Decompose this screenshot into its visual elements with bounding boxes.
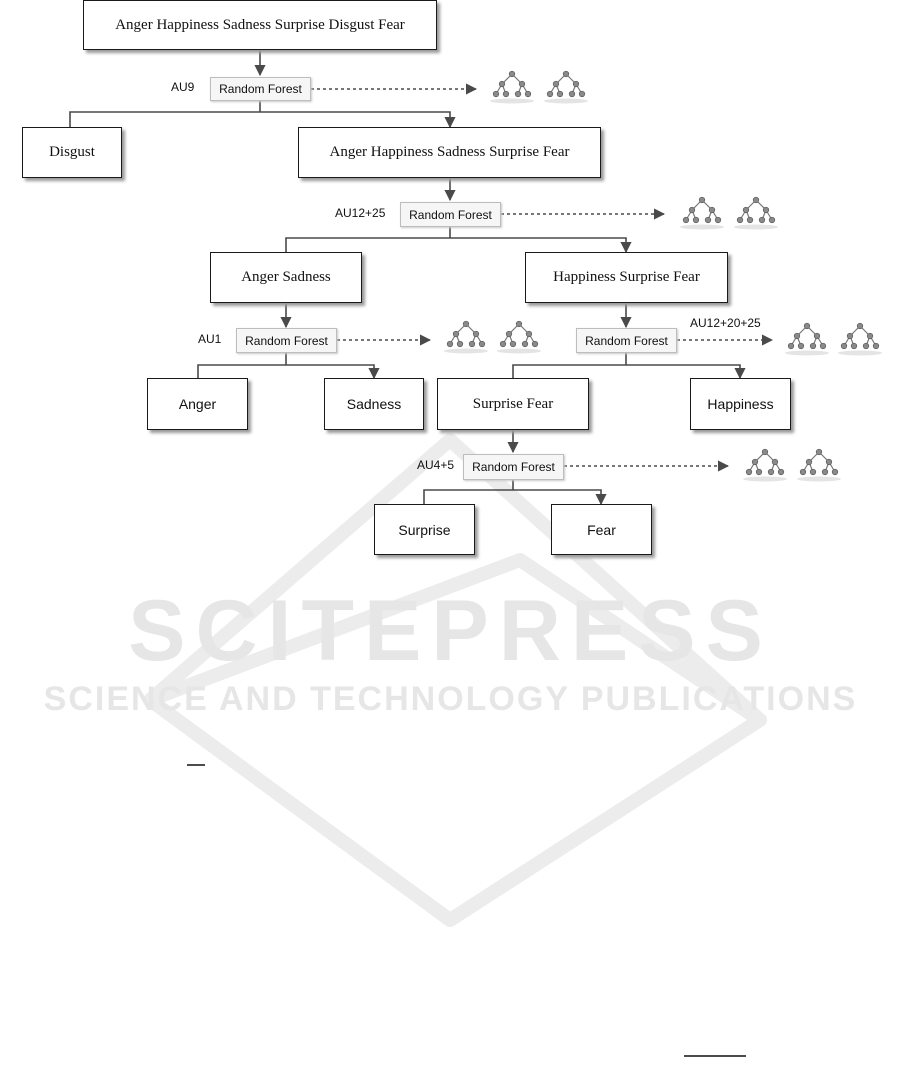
node-happiness-surprise-fear: Happiness Surprise Fear (525, 252, 728, 303)
decision-tree-icon (838, 322, 882, 356)
node-happiness: Happiness (690, 378, 791, 430)
node-surprise: Surprise (374, 504, 475, 555)
node-disgust: Disgust (22, 127, 122, 178)
decision-tree-icon (743, 448, 787, 482)
au-label-au4-5: AU4+5 (417, 458, 455, 472)
node-fear: Fear (551, 504, 652, 555)
watermark-subtitle: SCIENCE AND TECHNOLOGY PUBLICATIONS (43, 680, 858, 718)
node-level1: Anger Happiness Sadness Surprise Fear (298, 127, 601, 178)
au-label-au1: AU1 (198, 332, 222, 346)
classifier-rf-au12-25: Random Forest (400, 202, 501, 227)
classifier-rf-au9: Random Forest (210, 77, 311, 101)
decision-tree-icon (544, 70, 588, 104)
classifier-rf-au1: Random Forest (236, 328, 337, 353)
node-sadness: Sadness (324, 378, 424, 430)
classifier-rf-au12-20-25: Random Forest (576, 328, 677, 353)
classifier-rf-au4-5: Random Forest (463, 454, 564, 480)
decision-tree-icon (680, 196, 724, 230)
decision-tree-icon (797, 448, 841, 482)
node-root: Anger Happiness Sadness Surprise Disgust… (83, 0, 437, 50)
node-anger-sadness: Anger Sadness (210, 252, 362, 303)
watermark-title: SCITEPRESS (128, 583, 773, 679)
decision-tree-icon (490, 70, 534, 104)
decision-tree-icon (734, 196, 778, 230)
au-label-au12-25: AU12+25 (335, 206, 386, 220)
decision-tree-icon (444, 320, 488, 354)
node-surprise-fear: Surprise Fear (437, 378, 589, 430)
au-label-au12-20-25: AU12+20+25 (690, 316, 761, 330)
node-anger: Anger (147, 378, 248, 430)
decision-tree-icon (785, 322, 829, 356)
decision-tree-icon (497, 320, 541, 354)
au-label-au9: AU9 (171, 80, 195, 94)
